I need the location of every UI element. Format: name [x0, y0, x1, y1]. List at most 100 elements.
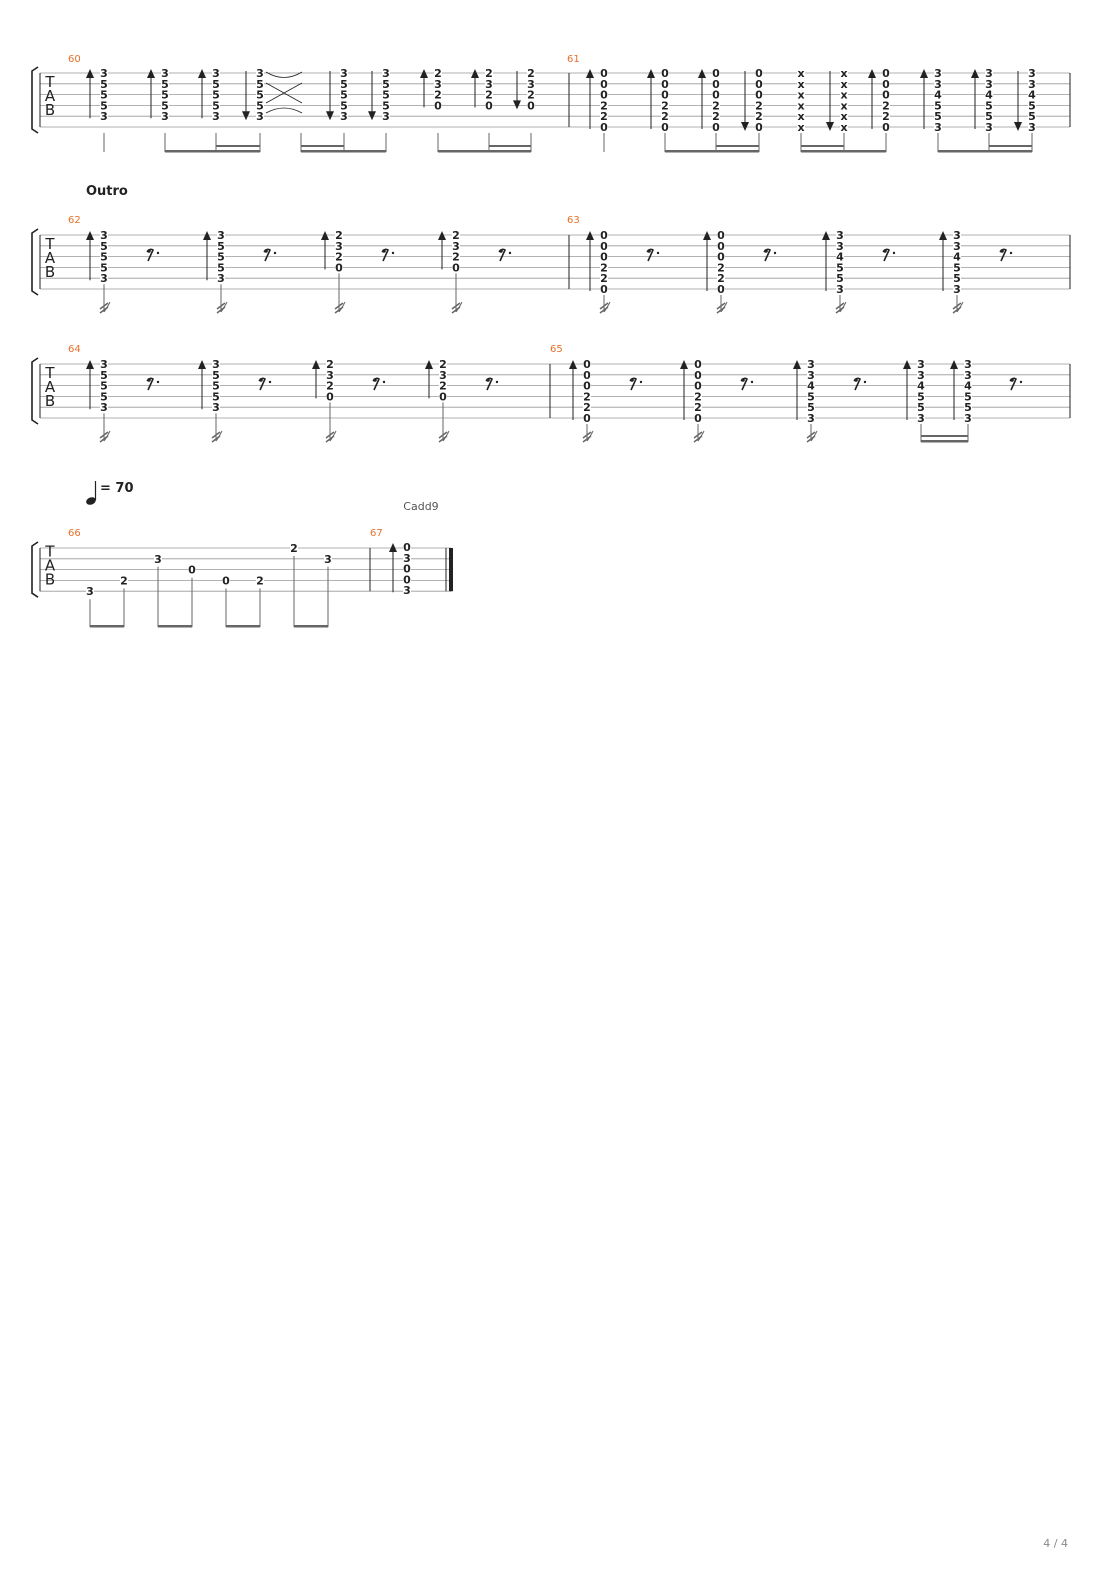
strum-up-arrow-icon	[703, 231, 711, 240]
strum-down-arrow-icon	[368, 111, 376, 121]
fret-number: 2	[755, 99, 763, 112]
fret-mask	[100, 100, 108, 111]
fret-mask	[217, 262, 225, 273]
tempo-value: = 70	[100, 481, 134, 496]
strum-up-arrow-icon	[86, 360, 94, 369]
fret-mask	[694, 369, 702, 380]
fret-mask	[382, 78, 390, 89]
fret-number: 5	[917, 401, 925, 414]
fret-number: 3	[934, 121, 942, 134]
tab-clef-letter: A	[45, 378, 56, 396]
staff-bracket	[31, 66, 39, 134]
fret-number: 3	[217, 229, 225, 242]
fret-mask	[964, 380, 972, 391]
fret-number: 2	[717, 261, 725, 274]
fret-mask	[694, 413, 702, 423]
fret-number: 2	[527, 89, 535, 102]
tab-clef-letter: B	[45, 263, 55, 281]
fret-mask	[953, 240, 961, 251]
fret-mask	[212, 78, 220, 89]
flag	[338, 301, 346, 313]
fret-number: 0	[882, 121, 890, 134]
fret-mask	[985, 100, 993, 111]
fret-mask	[717, 262, 725, 273]
fret-mask	[917, 391, 925, 402]
fret-number: 3	[382, 67, 390, 80]
fret-mask	[382, 111, 390, 122]
strum-up-arrow-icon	[950, 360, 958, 369]
fret-number: x	[840, 121, 847, 134]
measure-number: 67	[370, 528, 383, 539]
fret-number: 0	[403, 563, 411, 576]
fret-number: 3	[100, 229, 108, 242]
fret-mask	[340, 68, 348, 78]
fret-mask	[485, 89, 493, 100]
fret-number: x	[840, 67, 847, 80]
strum-up-arrow-icon	[903, 360, 911, 369]
fret-mask	[212, 68, 220, 78]
fret-number: 0	[755, 67, 763, 80]
fret-number: 2	[439, 358, 447, 371]
tremolo-mark	[216, 302, 226, 310]
fret-number: 5	[100, 369, 108, 382]
fret-mask	[326, 391, 334, 402]
fret-mask	[1028, 68, 1036, 78]
fret-number: 3	[154, 553, 162, 566]
fret-mask	[840, 78, 848, 89]
beam	[301, 150, 386, 153]
fret-mask	[836, 262, 844, 273]
fret-mask	[600, 273, 608, 284]
rest-dot	[863, 380, 867, 384]
fret-mask	[840, 111, 848, 122]
fret-mask	[953, 230, 961, 240]
fret-mask	[188, 564, 196, 575]
fret-number: 3	[340, 110, 348, 123]
fret-number: 5	[100, 240, 108, 253]
rest-head	[883, 249, 887, 253]
fret-mask	[583, 369, 591, 380]
fret-number: 4	[953, 251, 961, 264]
beam	[801, 150, 886, 153]
fret-mask	[953, 251, 961, 262]
fret-number: 3	[100, 401, 108, 414]
tremolo-mark	[438, 431, 448, 439]
fret-mask	[439, 380, 447, 391]
fret-number: 3	[836, 240, 844, 253]
fret-number: 4	[1028, 89, 1036, 102]
fret-mask	[100, 230, 108, 240]
fret-mask	[439, 391, 447, 402]
fret-number: x	[840, 78, 847, 91]
fret-mask	[694, 402, 702, 413]
fret-mask	[161, 111, 169, 122]
fret-number: 5	[212, 390, 220, 403]
tab-clef-letter: T	[44, 364, 55, 382]
fret-mask	[212, 359, 220, 369]
fret-number: 0	[600, 251, 608, 264]
rest-dot	[750, 380, 754, 384]
fret-number: 2	[452, 251, 460, 264]
fret-number: 3	[100, 67, 108, 80]
fret-number: 5	[100, 89, 108, 102]
chord-name: Cadd9	[403, 500, 438, 513]
fret-mask	[600, 68, 608, 78]
rest-head	[854, 378, 858, 382]
fret-number: 0	[712, 121, 720, 134]
fret-number: 0	[694, 412, 702, 425]
fret-mask	[882, 89, 890, 100]
fret-mask	[161, 68, 169, 78]
beam	[938, 150, 1032, 153]
strum-up-arrow-icon	[939, 231, 947, 240]
measure-number: 65	[550, 344, 563, 355]
fret-number: 5	[382, 78, 390, 91]
fret-number: 3	[403, 552, 411, 565]
strum-down-arrow-icon	[242, 111, 250, 121]
fret-number: 4	[807, 380, 815, 393]
strum-up-arrow-icon	[586, 69, 594, 78]
fret-number: 3	[452, 240, 460, 253]
strum-down-arrow-icon	[513, 100, 521, 110]
rest-head	[264, 249, 268, 253]
fret-mask	[661, 68, 669, 78]
staff-bracket	[31, 541, 39, 598]
fret-number: 0	[755, 89, 763, 102]
